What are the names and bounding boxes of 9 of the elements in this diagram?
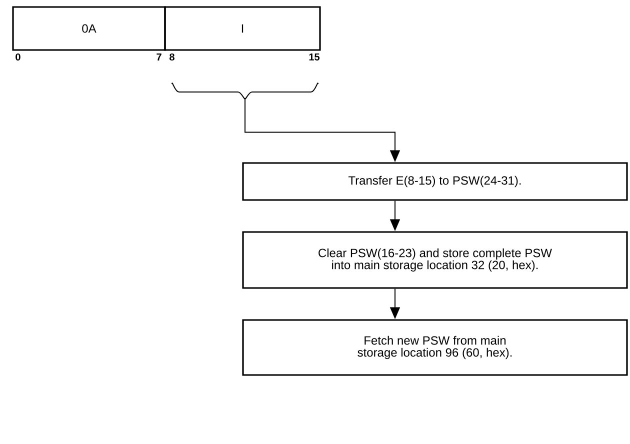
bit-number: 7: [156, 54, 162, 60]
bit-number: 8: [170, 53, 174, 61]
brace: [172, 82, 318, 100]
field-box: 0A: [12, 6, 166, 51]
process-box: Transfer E(8-15) to PSW(24-31).: [242, 162, 628, 201]
process-box: Clear PSW(16-23) and store complete PSW into main storage location 32 (20, hex).: [242, 231, 628, 289]
bit-number: 15: [309, 54, 320, 60]
field-box: I: [164, 6, 321, 51]
process-box: Fetch new PSW from main storage location 96 (60, hex).: [242, 319, 628, 376]
